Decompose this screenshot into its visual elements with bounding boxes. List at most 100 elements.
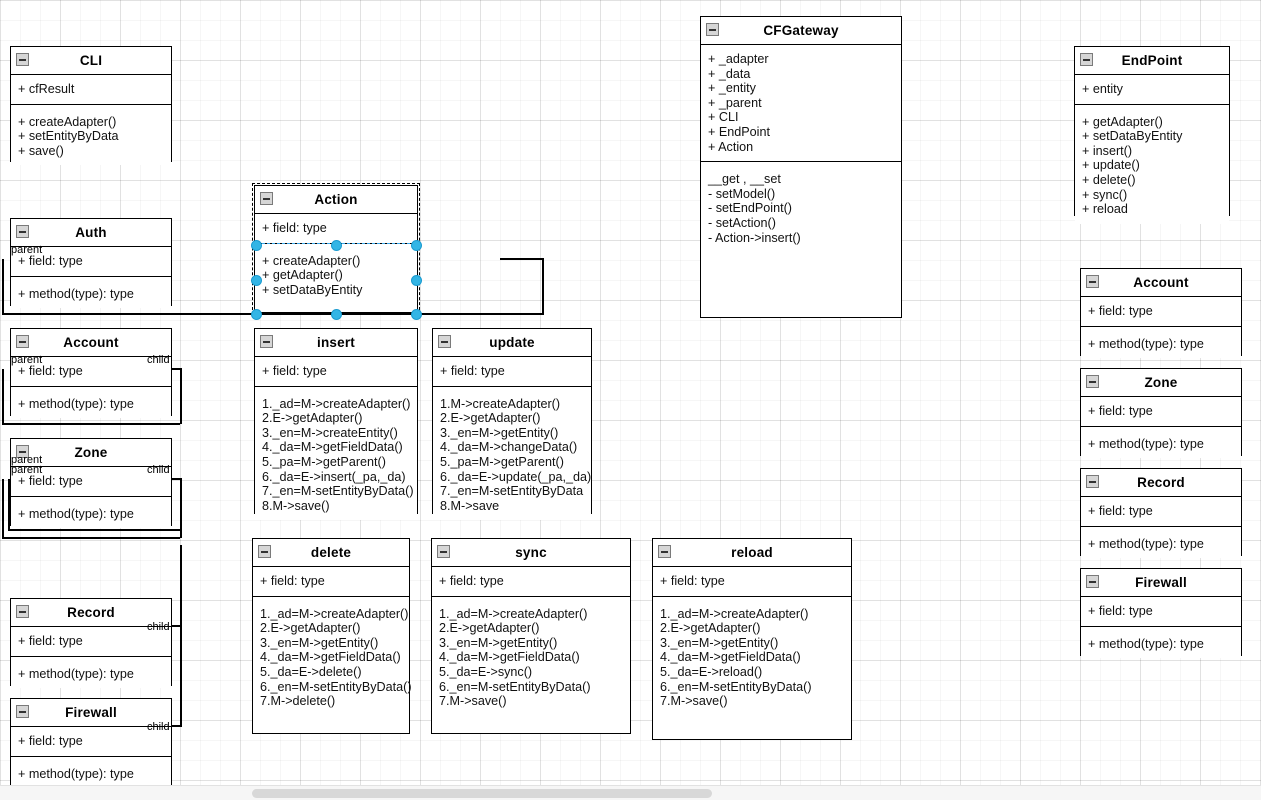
class-name: Firewall [1135, 575, 1187, 590]
connector-segment [8, 479, 10, 529]
connector-segment [172, 625, 182, 627]
class-header: EndPoint [1075, 47, 1229, 75]
class-header: Zone [11, 439, 171, 467]
attribute-row: + _data [708, 66, 751, 81]
attributes-compartment: + _adapter+ _data+ _entity+ _parent+ CLI… [701, 45, 901, 163]
uml-class-auth[interactable]: Auth+ field: type+ method(type): type [10, 218, 172, 309]
uml-class-cli[interactable]: CLI+ cfResult+ createAdapter()+ setEntit… [10, 46, 172, 166]
uml-class-firewall-left[interactable]: Firewall+ field: type+ method(type): typ… [10, 698, 172, 789]
resize-handle[interactable] [410, 239, 422, 251]
method-row: 1._ad=M->createAdapter() [262, 396, 411, 411]
method-row: 6._en=M-setEntityByData() [439, 679, 591, 694]
attribute-row: + field: type [18, 474, 83, 488]
minus-box-icon[interactable] [16, 705, 29, 718]
uml-class-zone-left[interactable]: Zone + field: type + method(type): type [10, 438, 172, 529]
resize-handle[interactable] [250, 239, 262, 251]
methods-compartment: + method(type): type [11, 656, 171, 689]
attributes-compartment: + field: type [255, 357, 417, 387]
resize-handle[interactable] [330, 308, 342, 320]
method-row: - Action->insert() [708, 230, 801, 245]
uml-class-zone-right[interactable]: Zone+ field: type+ method(type): type [1080, 368, 1242, 459]
attribute-row: + field: type [18, 634, 83, 648]
method-row: + setEntityByData [18, 129, 119, 144]
minus-box-icon[interactable] [260, 335, 273, 348]
method-row: - setModel() [708, 186, 776, 201]
resize-handle[interactable] [410, 308, 422, 320]
class-header: Account [11, 329, 171, 357]
attribute-row: + field: type [18, 734, 83, 748]
resize-handle[interactable] [410, 274, 422, 286]
method-row: __get , __set [708, 172, 781, 187]
method-row: + method(type): type [1088, 536, 1204, 551]
uml-class-account-right[interactable]: Account+ field: type+ method(type): type [1080, 268, 1242, 359]
attribute-row: + field: type [260, 574, 325, 588]
resize-handle[interactable] [330, 239, 342, 251]
class-header: Action [255, 186, 417, 214]
connector-segment [2, 313, 544, 315]
method-row: + delete() [1082, 172, 1136, 187]
method-row: 3._en=M->getEntity() [439, 635, 558, 650]
class-name: Zone [1144, 375, 1178, 390]
attributes-compartment: + field: type [11, 247, 171, 277]
minus-box-icon[interactable] [706, 23, 719, 36]
minus-box-icon[interactable] [438, 335, 451, 348]
minus-box-icon[interactable] [16, 445, 29, 458]
minus-box-icon[interactable] [437, 545, 450, 558]
resize-handle[interactable] [250, 308, 262, 320]
connector-segment [2, 423, 180, 425]
minus-box-icon[interactable] [1080, 53, 1093, 66]
methods-compartment: + method(type): type [11, 276, 171, 309]
minus-box-icon[interactable] [658, 545, 671, 558]
attributes-compartment: + field: type [11, 357, 171, 387]
minus-box-icon[interactable] [1086, 275, 1099, 288]
attributes-compartment: + field: type [433, 357, 591, 387]
minus-box-icon[interactable] [16, 335, 29, 348]
attributes-compartment: + field: type [11, 727, 171, 757]
horizontal-scrollbar[interactable] [0, 785, 1261, 800]
method-row: 7.M->save() [439, 694, 507, 709]
class-name: CFGateway [763, 23, 839, 38]
methods-compartment: + method(type): type [1081, 626, 1241, 659]
method-row: 8.M->save [440, 498, 500, 513]
method-row: 5._da=E->reload() [660, 664, 763, 679]
uml-class-endpoint[interactable]: EndPoint+ entity+ getAdapter()+ setDataB… [1074, 46, 1230, 224]
minus-box-icon[interactable] [1086, 575, 1099, 588]
class-header: delete [253, 539, 409, 567]
uml-class-record-right[interactable]: Record+ field: type+ method(type): type [1080, 468, 1242, 559]
minus-box-icon[interactable] [1086, 375, 1099, 388]
uml-class-cfgateway[interactable]: CFGateway + _adapter+ _data+ _entity+ _pa… [700, 16, 902, 318]
methods-compartment: + method(type): type [11, 496, 171, 529]
resize-handle[interactable] [250, 274, 262, 286]
class-name: Account [63, 335, 119, 350]
method-row: 7.M->save() [660, 694, 728, 709]
method-row: 4._da=M->changeData() [440, 440, 578, 455]
class-name: sync [515, 545, 547, 560]
class-header: Record [1081, 469, 1241, 497]
method-row: + method(type): type [18, 666, 134, 681]
attributes-compartment: + entity [1075, 75, 1229, 105]
method-row: + insert() [1082, 143, 1133, 158]
minus-box-icon[interactable] [16, 605, 29, 618]
method-row: + setDataByEntity [262, 282, 363, 297]
minus-box-icon[interactable] [16, 53, 29, 66]
connector-label: parent [11, 454, 43, 466]
class-header: sync [432, 539, 630, 567]
minus-box-icon[interactable] [260, 192, 273, 205]
uml-class-account-left[interactable]: Account+ field: type+ method(type): type [10, 328, 172, 419]
methods-compartment: 1._ad=M->createAdapter()2.E->getAdapter(… [432, 596, 630, 716]
minus-box-icon[interactable] [258, 545, 271, 558]
methods-compartment: + method(type): type [1081, 426, 1241, 459]
uml-class-record-left[interactable]: Record+ field: type+ method(type): type [10, 598, 172, 689]
scrollbar-thumb[interactable] [252, 789, 712, 798]
minus-box-icon[interactable] [16, 225, 29, 238]
methods-compartment: 1._ad=M->createAdapter()2.E->getAdapter(… [255, 386, 417, 521]
minus-box-icon[interactable] [1086, 475, 1099, 488]
uml-class-firewall-right[interactable]: Firewall+ field: type+ method(type): typ… [1080, 568, 1242, 659]
method-row: 5._pa=M->getParent() [262, 454, 386, 469]
